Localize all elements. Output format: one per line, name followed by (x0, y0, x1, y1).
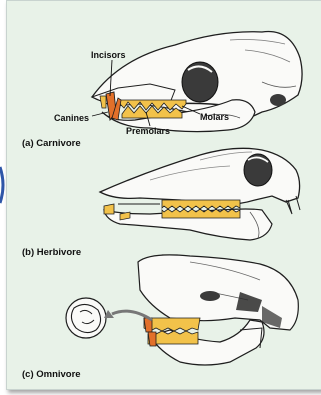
carnivore-caption: (a) Carnivore (22, 138, 81, 149)
herbivore-caption: (b) Herbivore (22, 247, 81, 258)
omnivore-caption: (c) Omnivore (22, 369, 81, 380)
molars-label: Molars (200, 112, 229, 122)
premolars-label: Premolars (126, 126, 170, 136)
canines-label: Canines (54, 113, 89, 123)
incisors-label: Incisors (91, 50, 126, 60)
